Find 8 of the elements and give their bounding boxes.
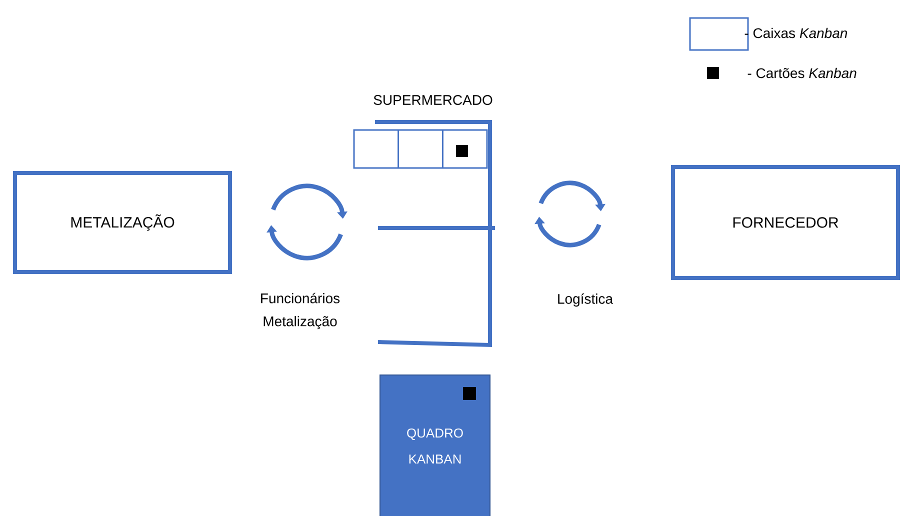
legend-text: - Caixas Kanban: [744, 28, 848, 38]
cycle-label: Logística: [558, 293, 614, 307]
shelf-heading: SUPERMERCADO: [374, 95, 492, 105]
legend-text: - Cartões Kanban: [748, 68, 856, 78]
process-box: FORNECEDOR: [671, 165, 900, 280]
cycle-label: Funcionários Metalização: [261, 292, 340, 330]
board-box: QUADRO KANBAN: [380, 374, 490, 516]
process-box: METALIZAÇÃO: [13, 171, 232, 274]
